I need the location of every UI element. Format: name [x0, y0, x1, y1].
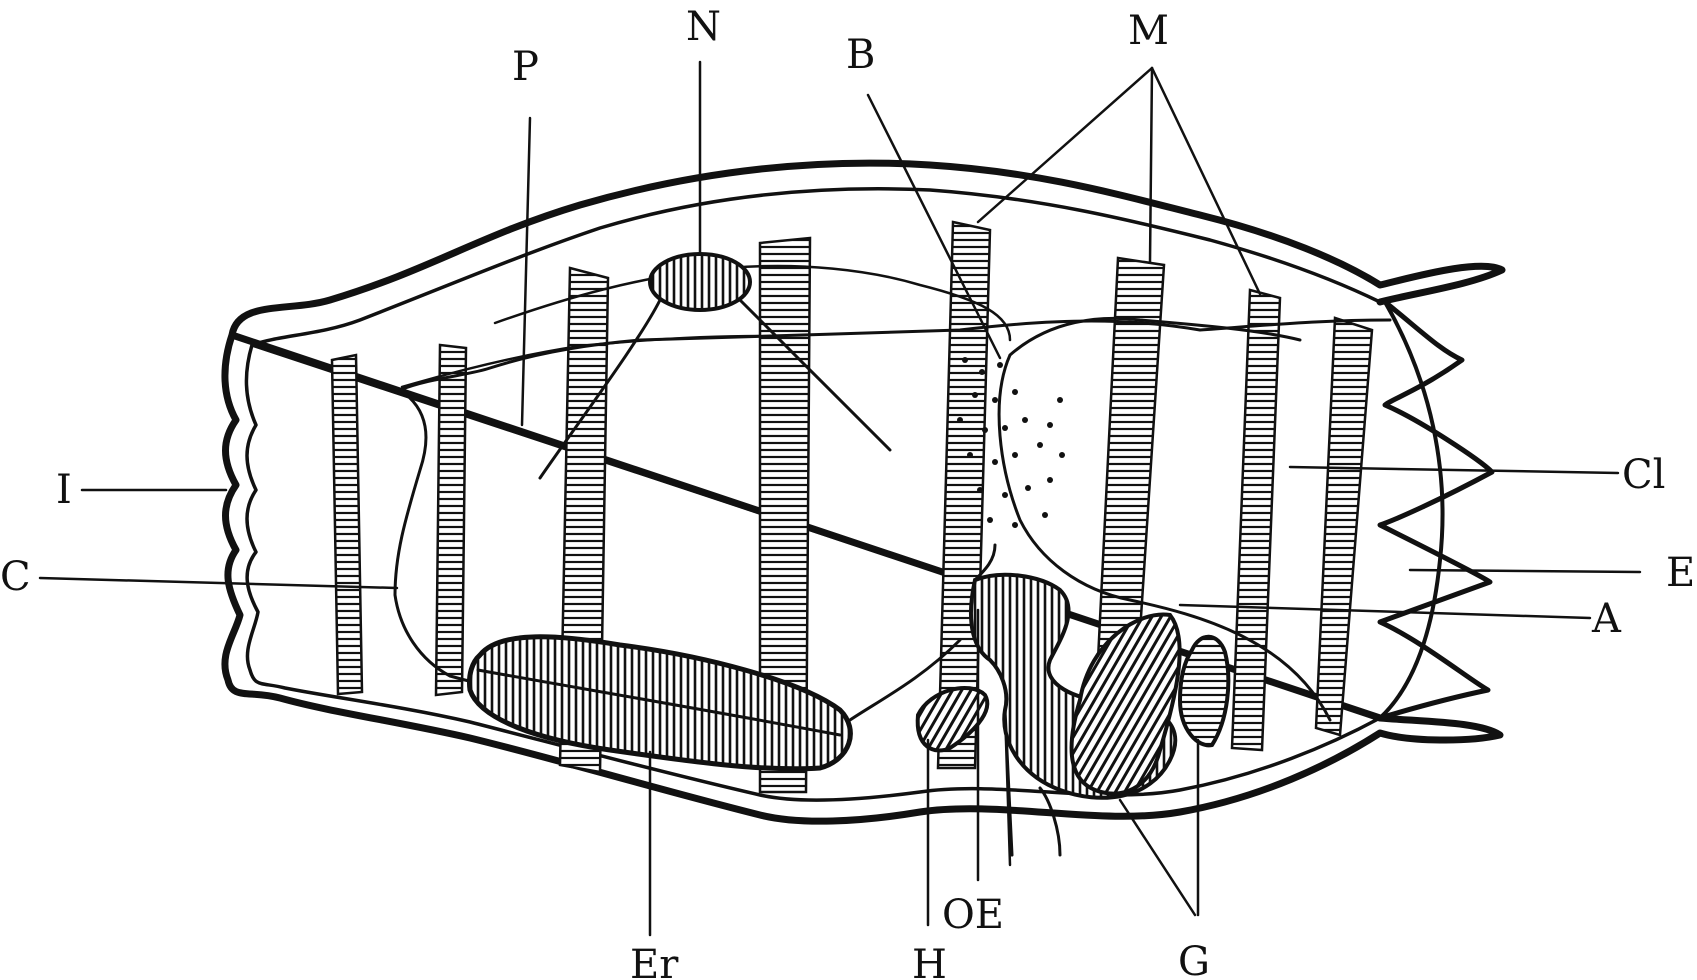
leader-Cl [1288, 465, 1620, 475]
leader-M-1 [976, 66, 1154, 224]
label-I: I [56, 467, 72, 513]
leader-E [1408, 568, 1642, 574]
label-Er: Er [630, 942, 679, 980]
outer-body-wall [221, 159, 1506, 825]
gonad [1177, 634, 1231, 748]
label-B: B [846, 32, 875, 78]
leader-G-1 [1118, 798, 1197, 917]
muscle-band-4 [758, 236, 812, 794]
leader-C [38, 576, 399, 590]
inner-sac-line [997, 316, 1332, 722]
muscle-band-1 [330, 353, 364, 696]
muscle-band-2 [434, 343, 468, 697]
label-A: A [1591, 596, 1622, 642]
dorsal-lamina [493, 264, 1012, 342]
dotted-cluster [957, 357, 1065, 528]
muscle-band-7 [1230, 288, 1282, 752]
leader-A [1178, 603, 1592, 620]
label-Cl: Cl [1622, 452, 1665, 498]
leader-P [520, 116, 532, 427]
leader-M-3 [1150, 66, 1262, 296]
leader-M-2 [1148, 66, 1154, 264]
leader-lines [38, 60, 1642, 937]
ganglion-nerves [538, 298, 892, 480]
label-N: N [686, 4, 721, 50]
label-C: C [0, 554, 31, 600]
nerve-ganglion [648, 252, 752, 312]
intestine-tube [848, 543, 1062, 857]
label-G: G [1178, 939, 1210, 980]
cloacal-teeth [1377, 299, 1495, 721]
label-OE: OE [942, 892, 1004, 938]
leader-OE-2 [1003, 708, 1012, 867]
endostyle-midline [476, 668, 842, 737]
label-P: P [512, 44, 539, 90]
labels: I C P N B M Cl E A Er H OE G [0, 4, 1695, 980]
muscle-band-8 [1314, 316, 1374, 737]
label-H: H [912, 942, 947, 980]
cloacal-opening [1378, 300, 1445, 720]
label-E: E [1666, 550, 1695, 596]
label-M: M [1128, 8, 1169, 54]
peripharyngeal-band [400, 334, 762, 389]
stomach [1069, 612, 1182, 796]
leader-B [866, 93, 1002, 360]
